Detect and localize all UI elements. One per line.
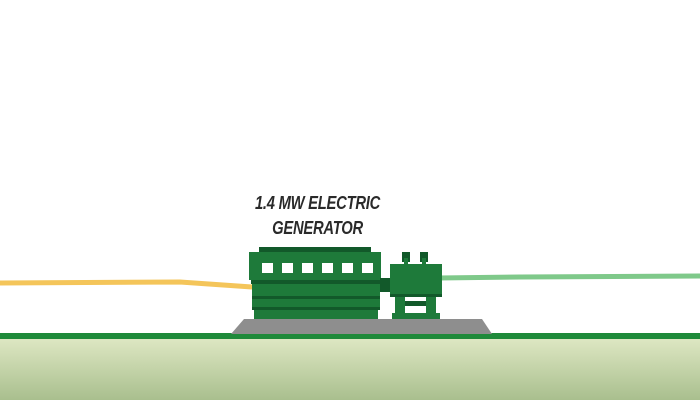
engine-window — [362, 263, 373, 273]
engine-lower-1 — [252, 284, 380, 296]
engine-skirt — [254, 310, 378, 319]
engine-top-cap — [259, 247, 371, 253]
alternator-cap-right — [420, 252, 428, 262]
engine-lower-2 — [252, 299, 380, 307]
alternator-cap-stem-right — [422, 258, 426, 264]
alternator-shaft — [405, 301, 426, 306]
alternator-cap-stem-left — [404, 258, 408, 264]
engine-band-3 — [252, 307, 380, 310]
engine-band-1 — [251, 280, 381, 284]
engine-window — [322, 263, 333, 273]
engine-window — [262, 263, 273, 273]
base-pad — [231, 319, 492, 334]
engine-window — [342, 263, 353, 273]
alternator-foot — [392, 313, 440, 319]
alternator-leg-right — [426, 297, 436, 314]
output-power-line — [435, 273, 700, 281]
ground-edge-line — [0, 333, 700, 339]
engine-window — [302, 263, 313, 273]
coupling — [380, 278, 392, 292]
generator-unit — [249, 247, 442, 319]
engine-band-2 — [252, 296, 380, 299]
engine-window — [282, 263, 293, 273]
generator-label-line-1: 1.4 MW ELECTRIC — [254, 193, 381, 213]
generator-label-line-2: GENERATOR — [272, 218, 363, 238]
input-power-line — [0, 279, 255, 290]
alternator-band — [390, 294, 442, 297]
alternator-cap-left — [402, 252, 410, 262]
ground-fill — [0, 337, 700, 400]
alternator-body — [390, 264, 442, 296]
alternator-leg-left — [395, 297, 405, 314]
